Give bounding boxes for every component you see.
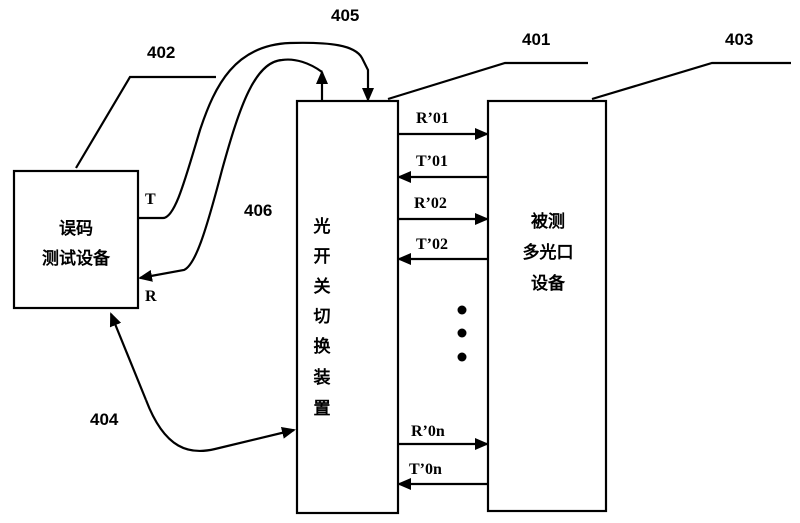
optical-switch-rect xyxy=(295,99,400,515)
dut-rect xyxy=(486,99,608,513)
ellipsis-dot xyxy=(457,328,467,338)
dut-label-line-3: 设备 xyxy=(531,273,566,294)
channel-label-r0n: R’0n xyxy=(411,423,445,440)
optical-switch-char-4: 切 xyxy=(314,307,331,327)
leader-line-401 xyxy=(387,61,588,101)
ref-label-404: 404 xyxy=(90,410,119,429)
ref-401-leader: 401 xyxy=(387,30,588,101)
channel-label-r02: R’02 xyxy=(414,195,447,212)
leader-line-402 xyxy=(75,75,216,169)
ref-label-406: 406 xyxy=(244,201,272,220)
optical-switch-char-5: 换 xyxy=(314,336,332,357)
ref-label-401: 401 xyxy=(522,30,550,49)
channel-label-t0n: T’0n xyxy=(409,461,442,478)
optical-switch-char-1: 光 xyxy=(313,216,331,237)
ref-label-403: 403 xyxy=(725,30,753,49)
ellipsis-dots xyxy=(457,305,467,362)
optical-switch-char-7: 置 xyxy=(314,399,331,419)
optical-switch-char-6: 装 xyxy=(313,367,331,388)
optical-switch-char-3: 关 xyxy=(314,276,331,297)
ber-tester-label-line-2: 测试设备 xyxy=(42,248,111,269)
ref-label-405: 405 xyxy=(331,6,359,25)
channel-label-r01: R’01 xyxy=(416,110,449,127)
optical-switch-box: 光 开 关 切 换 装 置 xyxy=(295,99,400,515)
fiber-t-link-405 xyxy=(138,41,374,220)
channel-label-t01: T’01 xyxy=(416,153,448,170)
leader-line-403 xyxy=(591,61,791,101)
ellipsis-dot xyxy=(457,305,467,315)
optical-switch-char-2: 开 xyxy=(314,247,331,267)
dut-label-line-2: 多光口 xyxy=(523,242,574,263)
channel-label-t02: T’02 xyxy=(416,236,448,253)
fiber-r-link-406 xyxy=(138,58,323,282)
ref-403-leader: 403 xyxy=(591,30,791,101)
ber-tester-box: 误码 测试设备 xyxy=(12,169,140,310)
ellipsis-dot xyxy=(457,352,467,362)
ref-402-leader: 402 xyxy=(75,43,216,169)
port-t-label: T xyxy=(145,191,156,208)
ber-tester-rect xyxy=(12,169,140,310)
dut-box: 被测 多光口 设备 xyxy=(486,99,608,513)
control-link-404-lower xyxy=(144,399,296,453)
port-r-label: R xyxy=(145,288,157,305)
channel-arrows: R’01 T’01 R’02 T’02 R’0n T’0n xyxy=(397,110,489,490)
ber-tester-label-line-1: 误码 xyxy=(59,219,93,239)
dut-label-line-1: 被测 xyxy=(531,211,565,232)
ref-label-402: 402 xyxy=(147,43,175,62)
control-link-404-upper xyxy=(109,312,148,401)
